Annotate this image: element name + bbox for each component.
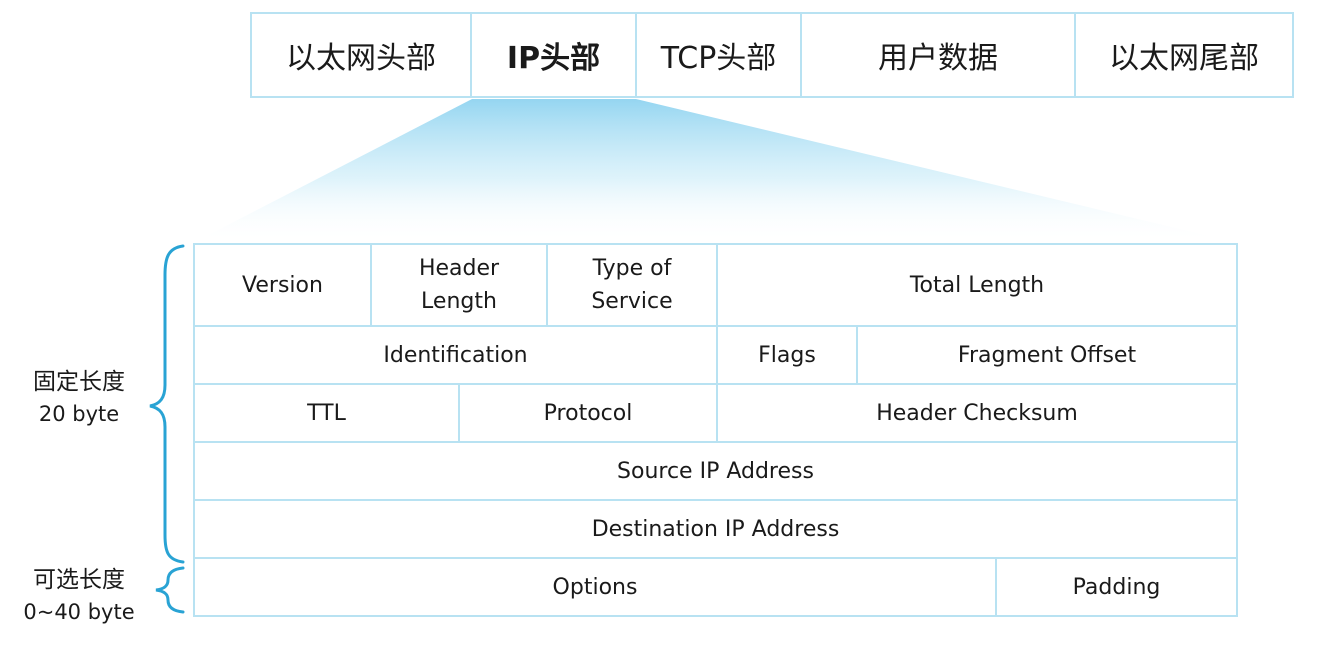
field-padding: Padding — [1072, 574, 1161, 600]
optional-length-size: 0~40 byte — [23, 600, 135, 624]
frame-cell-ethernet-header: 以太网头部 — [252, 14, 472, 96]
ip-header-row: TTL Protocol Header Checksum — [195, 385, 1236, 443]
ip-header-row: Identification Flags Fragment Offset — [195, 327, 1236, 385]
ip-header-row: Destination IP Address — [195, 501, 1236, 559]
field-identification: Identification — [195, 327, 718, 383]
frame-cell-user-data: 用户数据 — [802, 14, 1076, 96]
field-fragment-offset: Fragment Offset — [957, 342, 1137, 368]
field-destination-ip-address: Destination IP Address — [591, 516, 840, 542]
fixed-length-title: 固定长度 — [33, 369, 125, 395]
field-header-checksum: Header Checksum — [876, 400, 1078, 426]
ip-header-row: Version Header Length Type of Service To… — [195, 245, 1236, 327]
field-protocol: Protocol — [460, 385, 718, 441]
field-type-of-service: Type of Service — [548, 245, 718, 325]
fixed-length-label: 固定长度 20 byte — [14, 366, 144, 430]
field-version: Version — [195, 245, 372, 325]
field-ttl: TTL — [195, 385, 460, 441]
ip-header-row: Options Padding — [195, 559, 1236, 615]
frame-cell-tcp-header: TCP头部 — [637, 14, 802, 96]
field-source-ip-address: Source IP Address — [617, 458, 814, 484]
frame-cell-ethernet-trailer: 以太网尾部 — [1109, 41, 1259, 76]
field-options: Options — [195, 559, 997, 615]
fixed-length-size: 20 byte — [38, 402, 120, 426]
field-header-length: Header Length — [372, 245, 548, 325]
ip-header-table: Version Header Length Type of Service To… — [193, 243, 1238, 617]
optional-length-title: 可选长度 — [33, 567, 125, 593]
optional-length-label: 可选长度 0~40 byte — [10, 564, 148, 628]
ip-header-row: Source IP Address — [195, 443, 1236, 501]
field-total-length: Total Length — [909, 272, 1045, 298]
frame-cell-ip-header: IP头部 — [472, 14, 637, 96]
field-flags: Flags — [718, 327, 858, 383]
ethernet-frame: 以太网头部 IP头部 TCP头部 用户数据 以太网尾部 — [250, 12, 1294, 98]
